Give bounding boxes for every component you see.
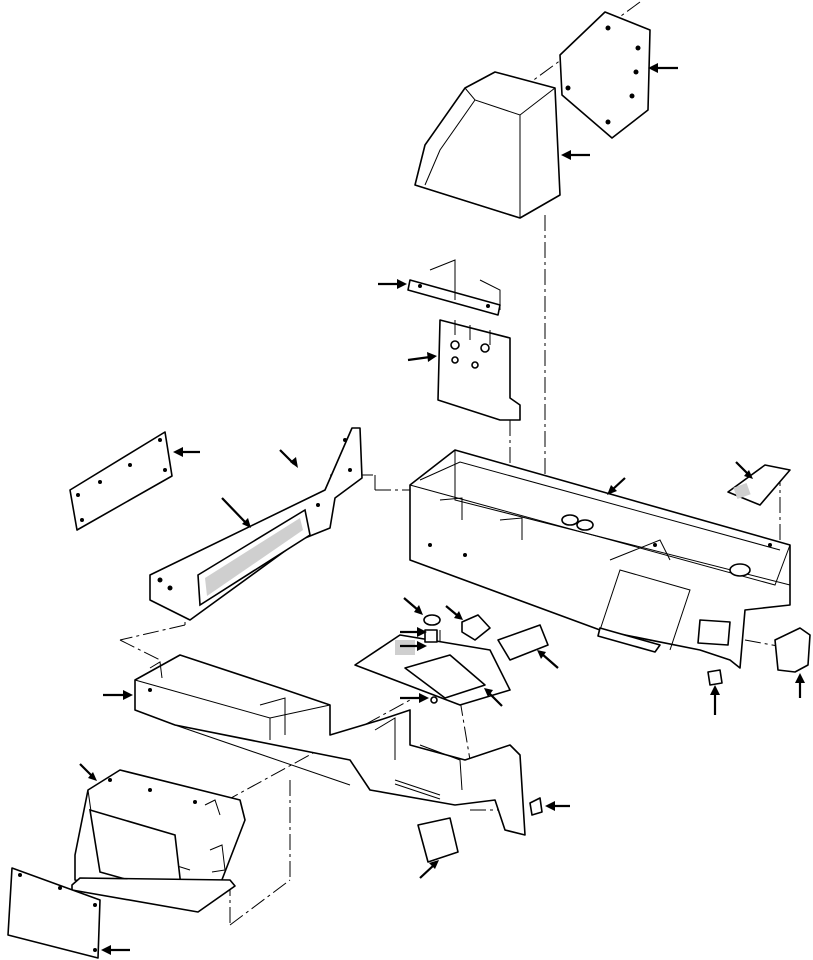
callout-arrow-8 <box>607 477 626 495</box>
callout-arrow-14 <box>400 693 429 703</box>
console-enclosure <box>71 769 246 913</box>
callout-arrow-7 <box>221 497 251 528</box>
callout-arrow-6 <box>279 449 298 468</box>
callout-arrow-20 <box>545 801 570 811</box>
fastener <box>529 797 543 816</box>
washer <box>423 614 441 626</box>
small-grille-plate <box>727 464 791 506</box>
connector <box>461 614 491 641</box>
nut <box>424 629 438 643</box>
callout-arrow-1 <box>648 63 678 73</box>
callout-arrow-2 <box>561 150 590 160</box>
clip <box>707 669 723 686</box>
callout-arrows <box>79 63 805 955</box>
callout-arrow-4 <box>407 352 437 362</box>
mounting-strip <box>407 259 501 316</box>
lower-base-frame <box>134 654 526 836</box>
callout-arrow-16 <box>103 690 133 700</box>
callout-arrow-5 <box>173 447 200 457</box>
hood-shroud <box>414 71 561 219</box>
top-cover-plate <box>559 11 651 139</box>
callout-arrow-22 <box>101 945 130 955</box>
callout-arrow-23 <box>400 641 427 651</box>
callout-arrow-10 <box>403 597 423 615</box>
screen-cover-plate <box>7 867 101 959</box>
callout-arrow-19 <box>79 763 97 781</box>
small-pad <box>497 624 549 661</box>
small-hardware <box>423 614 723 816</box>
callout-arrow-11 <box>445 605 463 620</box>
lower-small-cover <box>417 817 459 863</box>
mounting-bracket <box>437 319 521 421</box>
screw <box>430 696 438 704</box>
center-mount-plate <box>354 634 511 706</box>
main-tray-housing <box>409 449 791 669</box>
callout-arrow-21 <box>419 860 439 879</box>
side-panel-with-slot <box>149 427 363 621</box>
callout-arrow-18 <box>795 673 805 698</box>
callout-arrow-12 <box>400 627 427 637</box>
callout-arrow-3 <box>378 279 407 289</box>
callout-arrow-15 <box>484 688 503 707</box>
callout-arrow-17 <box>710 685 720 715</box>
side-round-cover <box>774 627 811 673</box>
callout-arrow-13 <box>537 650 559 669</box>
callout-arrow-9 <box>735 461 753 479</box>
access-cover-plate <box>69 431 173 531</box>
